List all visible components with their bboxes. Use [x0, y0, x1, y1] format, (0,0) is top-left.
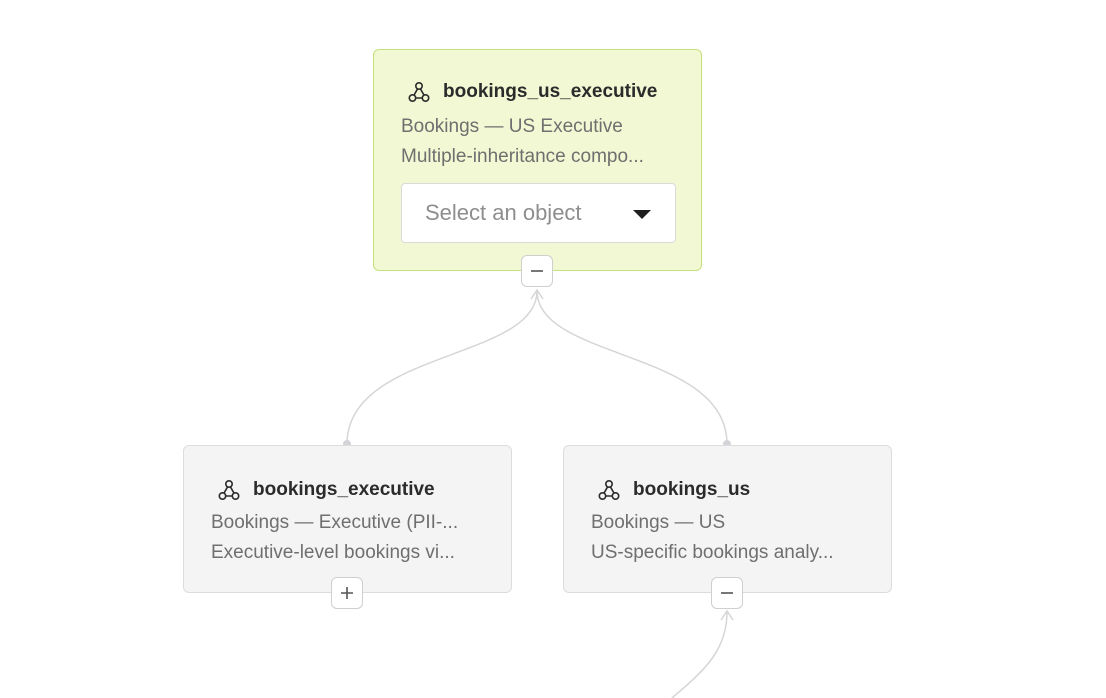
- node-description: Multiple-inheritance compo...: [401, 146, 644, 167]
- node-name: bookings_executive: [253, 479, 435, 500]
- node-name: bookings_us: [633, 479, 751, 500]
- edge-bookings-us-to-top: [536, 290, 728, 445]
- collapse-button-bookings-us[interactable]: [711, 577, 743, 609]
- node-title: bookings_us_executive: [408, 80, 657, 104]
- node-label: Bookings — Executive (PII-...: [211, 512, 459, 533]
- node-bookings-executive[interactable]: bookings_executive Bookings — Executive …: [183, 445, 512, 593]
- object-select[interactable]: Select an object: [401, 183, 676, 243]
- edge-bookings-executive-to-top: [346, 290, 538, 445]
- node-description: US-specific bookings analy...: [591, 542, 834, 563]
- node-title: bookings_us: [598, 478, 750, 502]
- object-select-placeholder: Select an object: [425, 200, 582, 225]
- node-bookings-us[interactable]: bookings_us Bookings — US US-specific bo…: [563, 445, 892, 593]
- node-title: bookings_executive: [218, 478, 435, 502]
- collapse-button-top[interactable]: [521, 255, 553, 287]
- arrowhead-bookings-us: [720, 609, 734, 621]
- node-description: Executive-level bookings vi...: [211, 542, 455, 563]
- minus-icon: [531, 270, 543, 272]
- plus-icon: [341, 587, 353, 599]
- expand-button-bookings-executive[interactable]: [331, 577, 363, 609]
- share-nodes-icon: [598, 479, 620, 501]
- arrowhead-top: [530, 288, 544, 300]
- minus-icon: [721, 592, 733, 594]
- node-name: bookings_us_executive: [443, 81, 658, 102]
- edge-below-to-bookings-us: [671, 611, 728, 698]
- caret-down-icon: [633, 210, 651, 219]
- share-nodes-icon: [408, 81, 430, 103]
- node-bookings-us-executive[interactable]: bookings_us_executive Bookings — US Exec…: [373, 49, 702, 271]
- node-label: Bookings — US: [591, 512, 726, 533]
- share-nodes-icon: [218, 479, 240, 501]
- node-label: Bookings — US Executive: [401, 116, 623, 137]
